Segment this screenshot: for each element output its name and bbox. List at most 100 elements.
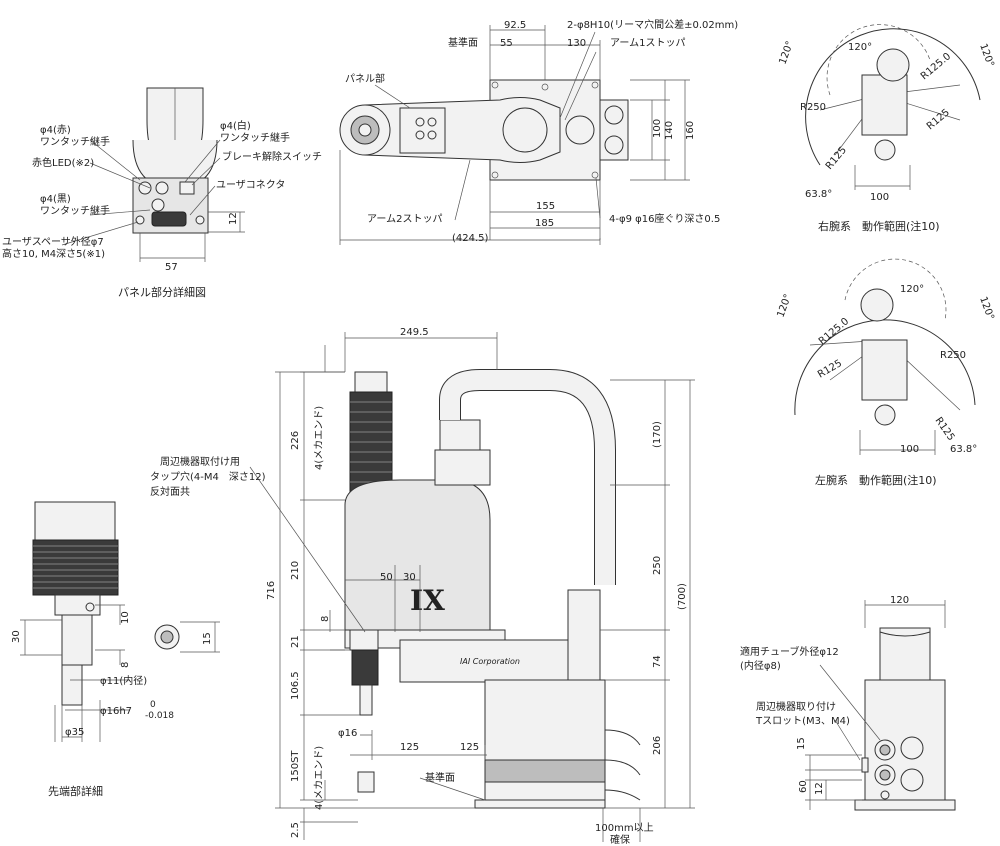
label-arm1-stopper: アーム1ストッパ: [610, 37, 685, 49]
caption-right-arm-range: 右腕系 動作範囲(注10): [818, 219, 940, 233]
angle-right-120-top: 120°: [848, 42, 872, 53]
dim-tip-phi16h7: φ16h7: [100, 706, 132, 717]
dim-side-170: (170): [652, 421, 663, 448]
base-upper: [567, 589, 601, 681]
label-clearance-2: 確保: [610, 833, 630, 846]
port-black-icon: [151, 198, 165, 212]
joint-top: [502, 107, 548, 153]
dim-tip-phi11: φ11(内径): [100, 674, 147, 687]
dim-side-125a: 125: [400, 742, 419, 753]
label-mount-holes: 4-φ9 φ16座ぐり深さ0.5: [609, 212, 720, 225]
dim-side-50: 50: [380, 572, 393, 583]
label-spacer-1: ユーザスペーサ外径φ7: [2, 235, 104, 248]
label-red-led: 赤色LED(※2): [32, 156, 94, 169]
dim-rear-120: 120: [890, 595, 909, 606]
dim-tip-8: 8: [120, 662, 131, 668]
tip-shaft: [61, 614, 93, 666]
dim-top-185: 185: [535, 218, 554, 229]
label-panel: パネル部: [345, 72, 385, 85]
dim-side-106-5: 106.5: [290, 671, 301, 700]
dim-tip-tol-upper: 0: [150, 700, 156, 710]
label-peripheral-tap-3: 反対面共: [150, 485, 190, 498]
label-top-datum: 基準面: [448, 36, 478, 49]
dim-tip-15: 15: [202, 632, 213, 645]
radius-left-r250: R250: [940, 350, 966, 361]
dim-rear-12: 12: [814, 782, 825, 795]
dim-side-210: 210: [290, 561, 301, 580]
dim-top-140: 140: [664, 121, 675, 140]
brake-switch-icon: [179, 181, 195, 195]
dim-top-155: 155: [536, 201, 555, 212]
dim-side-226: 226: [290, 431, 301, 450]
label-mech-end-top: 4(メカエンド): [313, 406, 325, 470]
top-view: 92.5 55 130 基準面 2-φ8H10(リーマ穴間公差±0.02mm) …: [339, 18, 738, 245]
led-red-icon: [155, 181, 169, 195]
label-red-port-1: φ4(赤): [40, 124, 71, 136]
dim-side-21: 21: [290, 635, 301, 648]
dim-side-716: 716: [266, 581, 277, 600]
label-tube-2: (内径φ8): [740, 659, 781, 672]
rear-view: 120 15 60 12 適用チューブ外径φ12 (内径φ8) 周辺機器取り付け…: [740, 595, 956, 811]
caption-left-arm-range: 左腕系 動作範囲(注10): [815, 473, 937, 487]
tool-flange-icon: [351, 649, 379, 686]
label-peripheral-tap-2: タップ穴(4-M4 深さ12): [150, 470, 266, 483]
spacer-icon: [135, 215, 145, 225]
side-view: IX IAI Corporation 249.5 716: [150, 327, 695, 846]
dim-rear-15: 15: [796, 737, 807, 750]
caption-tip-detail: 先端部詳細: [48, 784, 103, 798]
label-black-port-2: ワンタッチ継手: [40, 204, 110, 217]
angle-left-120-right: 120°: [977, 295, 996, 321]
label-side-datum: 基準面: [425, 771, 455, 784]
dim-side-250: 250: [652, 556, 663, 575]
angle-left-63-8: 63.8°: [950, 444, 977, 455]
label-brake-switch: ブレーキ解除スイッチ: [222, 150, 322, 163]
dim-side-8: 8: [320, 616, 331, 622]
user-connector-icon: [151, 211, 187, 227]
dim-tip-30: 30: [11, 630, 22, 643]
tip-bellows-icon: [32, 539, 119, 596]
spline-top: [354, 371, 388, 393]
dim-panel-12: 12: [228, 212, 239, 225]
angle-right-63-8: 63.8°: [805, 189, 832, 200]
dim-top-424-5: (424.5): [452, 233, 489, 244]
cable-exit-top: [565, 115, 595, 145]
label-black-port-1: φ4(黒): [40, 193, 71, 205]
logo-brand: IAI Corporation: [460, 657, 520, 666]
label-tube-1: 適用チューブ外径φ12: [740, 645, 839, 658]
label-white-port-2: ワンタッチ継手: [220, 131, 290, 144]
label-pin-holes: 2-φ8H10(リーマ穴間公差±0.02mm): [567, 18, 738, 31]
label-user-connector: ユーザコネクタ: [216, 179, 285, 191]
label-peripheral-tap-1: 周辺機器取付け用: [160, 455, 240, 468]
dim-panel-57: 57: [165, 262, 178, 273]
dim-side-2-5: 2.5: [290, 822, 301, 838]
dim-tip-tol-lower: -0.018: [145, 711, 174, 721]
label-tslot-2: Tスロット(M3、M4): [755, 716, 850, 727]
right-arm-range: 120° 120° 120° R250 R125.0 R125 R125 63.…: [777, 24, 996, 233]
angle-right-120-left: 120°: [777, 40, 796, 66]
dim-side-700: (700): [677, 583, 688, 610]
logo-ix: IX: [410, 584, 445, 617]
panel-top: [399, 107, 446, 154]
dim-side-30: 30: [403, 572, 416, 583]
dim-left-100: 100: [900, 444, 919, 455]
dim-rear-60: 60: [798, 780, 809, 793]
radius-right-r125-0: R125.0: [919, 51, 953, 82]
dim-side-125b: 125: [460, 742, 479, 753]
radius-right-r250: R250: [800, 102, 826, 113]
dim-top-100: 100: [652, 119, 663, 138]
angle-left-120-top: 120°: [900, 284, 924, 295]
dim-tip-phi35: φ35: [65, 727, 84, 738]
angle-left-120-left: 120°: [775, 293, 794, 319]
radius-right-r125-b: R125: [824, 145, 849, 172]
spacer-icon-right: [195, 215, 205, 225]
dim-right-100: 100: [870, 192, 889, 203]
dim-top-130: 130: [567, 38, 586, 49]
dim-side-150st: 150ST: [290, 750, 301, 782]
label-white-port-1: φ4(白): [220, 119, 251, 132]
dim-side-249-5: 249.5: [400, 327, 429, 338]
label-tslot-1: 周辺機器取り付け: [756, 700, 836, 713]
dim-top-92-5: 92.5: [504, 20, 526, 31]
dim-side-206: 206: [652, 736, 663, 755]
robot-body-right: [861, 74, 908, 136]
